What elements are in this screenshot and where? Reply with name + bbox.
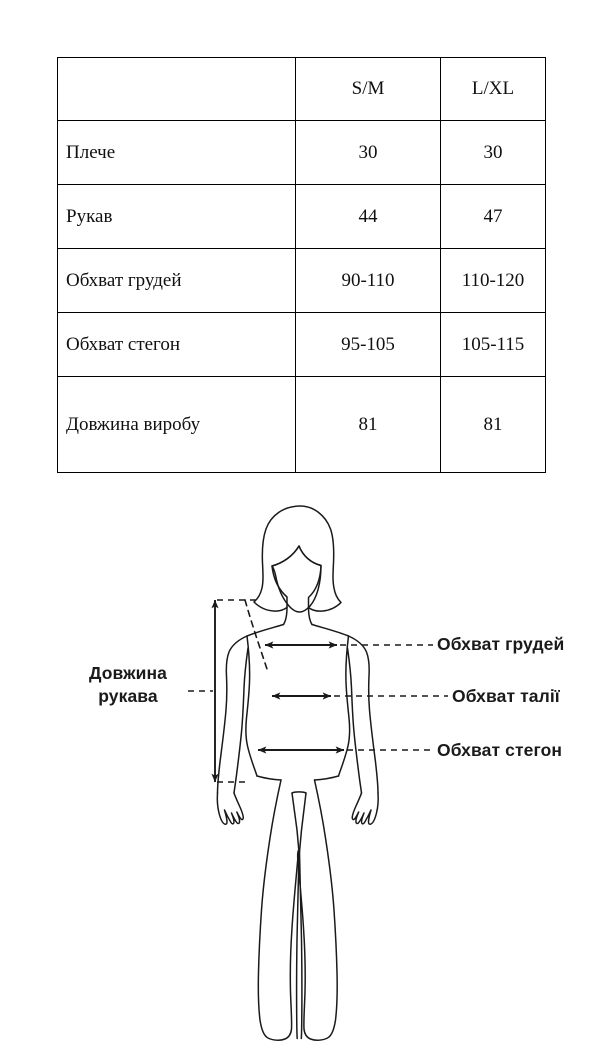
table-row: Рукав 44 47	[57, 184, 546, 249]
hip-left-edge	[256, 775, 282, 781]
size-chart-table-container: S/M L/XL Плече 30 30 Рукав 44 47 Обхват …	[57, 57, 546, 473]
female-figure-illustration	[188, 505, 448, 1041]
table-row: Обхват стегон 95-105 105-115	[57, 312, 546, 377]
sleeve-length-label: Довжина рукава	[68, 662, 188, 708]
right-leg	[296, 779, 338, 1041]
row-value-lxl: 110-120	[440, 248, 546, 313]
sleeve-length-label-line2: рукава	[98, 686, 158, 707]
bust-label: Обхват грудей	[437, 634, 565, 654]
sleeve-length-label-line1: Довжина	[88, 663, 168, 683]
row-value-lxl: 30	[440, 120, 546, 185]
table-header-row: S/M L/XL	[57, 57, 546, 121]
neck-left	[282, 606, 288, 626]
header-cell-sm: S/M	[295, 57, 441, 121]
hip-right-edge	[313, 775, 340, 781]
measurement-diagram	[0, 480, 600, 1061]
neck-right	[307, 606, 313, 626]
crotch-left	[291, 792, 300, 853]
left-hand	[216, 792, 244, 825]
right-hand	[351, 792, 379, 825]
hair-outline	[253, 505, 342, 612]
row-value-sm: 90-110	[295, 248, 441, 313]
left-leg	[257, 779, 300, 1041]
sleeve-seam-dashed-line	[244, 599, 269, 673]
row-value-sm: 95-105	[295, 312, 441, 377]
crotch-right	[298, 792, 307, 853]
header-cell-lxl: L/XL	[440, 57, 546, 121]
row-value-lxl: 47	[440, 184, 546, 249]
row-value-sm: 30	[295, 120, 441, 185]
right-arm-inner	[346, 647, 363, 794]
table-row: Плече 30 30	[57, 120, 546, 185]
row-value-lxl: 105-115	[440, 312, 546, 377]
table-row: Обхват грудей 90-110 110-120	[57, 248, 546, 313]
waist-label: Обхват талії	[452, 686, 560, 706]
crotch-top	[291, 791, 307, 794]
torso-right-side	[337, 635, 351, 777]
row-label: Обхват стегон	[57, 312, 296, 377]
leg-inner-seam-right	[298, 851, 303, 1040]
left-arm-inner	[233, 647, 249, 794]
leg-inner-seam-left	[295, 851, 300, 1040]
face-outline	[271, 545, 322, 613]
row-label: Рукав	[57, 184, 296, 249]
row-label: Плече	[57, 120, 296, 185]
row-value-sm: 81	[295, 376, 441, 473]
torso-left-side	[245, 635, 258, 777]
row-label: Обхват грудей	[57, 248, 296, 313]
header-cell-measurement	[57, 57, 296, 121]
row-value-sm: 44	[295, 184, 441, 249]
row-value-lxl: 81	[440, 376, 546, 473]
table-row: Довжина виробу 81 81	[57, 376, 546, 473]
row-label: Довжина виробу	[57, 376, 296, 473]
hips-label: Обхват стегон	[437, 740, 563, 760]
right-arm-outer	[311, 623, 379, 794]
left-arm-outer	[216, 623, 285, 794]
size-chart-table: S/M L/XL Плече 30 30 Рукав 44 47 Обхват …	[57, 57, 546, 473]
